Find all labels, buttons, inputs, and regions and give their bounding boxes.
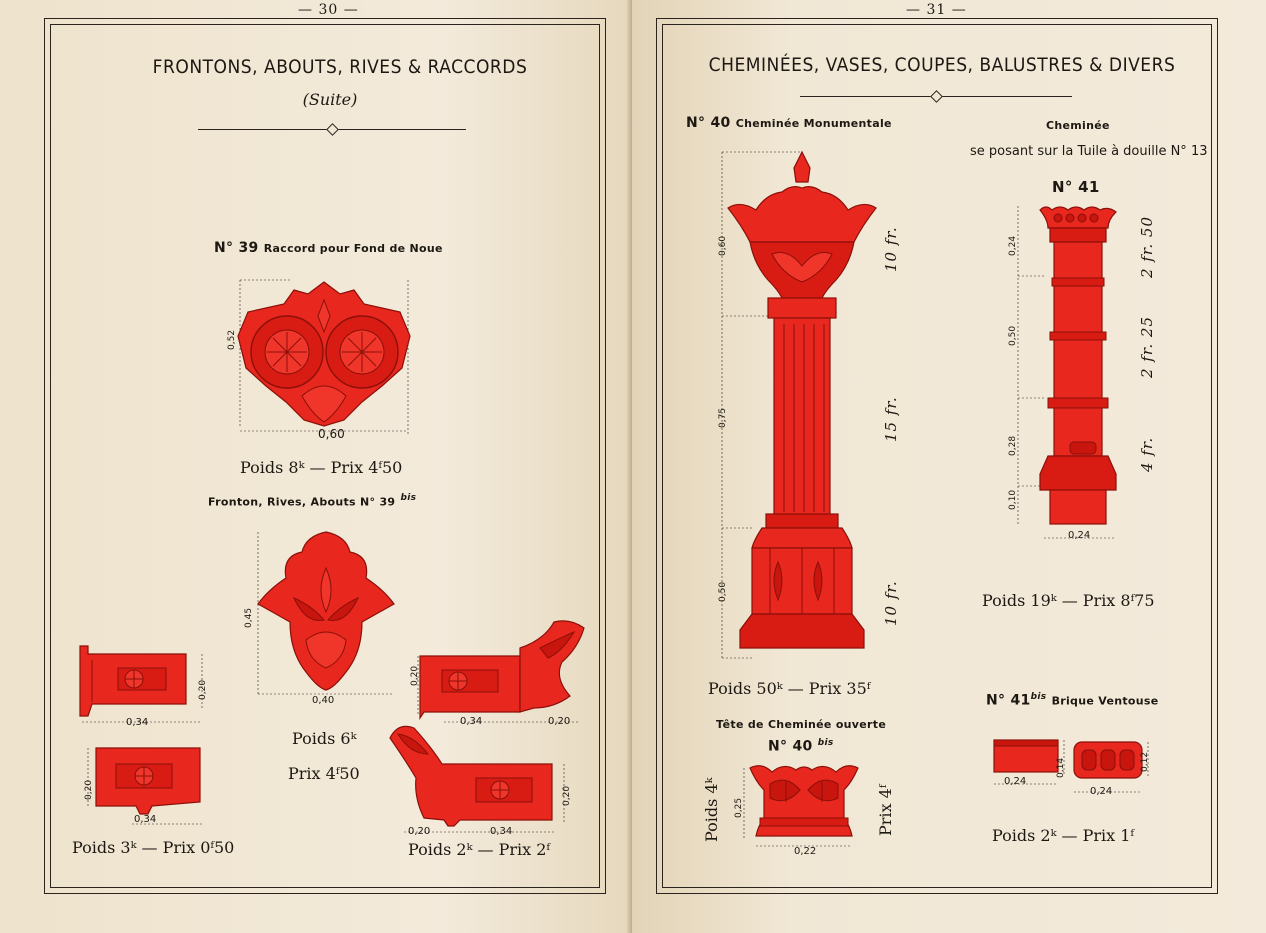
item40-weight-price: Poids 50ᵏ — Prix 35ᶠ (708, 679, 871, 698)
abouts-top-dim-width-2: 0,20 (548, 716, 571, 727)
brique-ventouse-illustration (993, 739, 1149, 793)
item41-label: N° 41 (1052, 178, 1100, 196)
abouts-bottom-dim-width-2: 0,34 (490, 826, 513, 837)
item40-dim-mid: 0,75 (718, 407, 728, 428)
item41-title: Cheminée (1046, 119, 1110, 132)
item41-dim-c: 0,28 (1008, 435, 1018, 456)
item41-price-a: 2 fr. 50 (1138, 215, 1156, 278)
right-page-frame (656, 18, 1218, 894)
right-page: — 31 — CHEMINÉES, VASES, COUPES, BALUSTR… (632, 0, 1266, 933)
abouts-bottom-dim-width-1: 0,20 (408, 826, 431, 837)
abouts-bottom-dim-height: 0,20 (562, 785, 572, 806)
item41-price-b: 2 fr. 25 (1138, 315, 1156, 378)
item41bis-label: N° 41bis Brique Ventouse (986, 692, 1159, 709)
item40bis-price: Prix 4ᶠ (876, 784, 895, 836)
cheminee-41-illustration (1017, 206, 1117, 539)
item40bis-weight: Poids 4ᵏ (702, 777, 721, 842)
fronton-dim-height: 0,45 (244, 607, 254, 628)
left-page-subtitle: (Suite) (302, 90, 358, 109)
item41-dim-b: 0,50 (1008, 325, 1018, 346)
item40bis-dim-height: 0,25 (734, 797, 744, 818)
item41-weight-price: Poids 19ᵏ — Prix 8ᶠ75 (982, 591, 1155, 610)
item39-label: N° 39 Raccord pour Fond de Noue (214, 240, 443, 256)
right-page-number: — 31 — (900, 2, 973, 18)
item41-dim-a: 0,24 (1008, 235, 1018, 256)
item39bis-label: Fronton, Rives, Abouts N° 39 bis (208, 493, 417, 509)
left-page: — 30 — FRONTONS, ABOUTS, RIVES & RACCORD… (0, 0, 632, 933)
item41bis-dim-w1: 0,24 (1004, 776, 1027, 787)
item41bis-dim-h1: 0,14 (1056, 757, 1066, 778)
abouts-illustration (389, 620, 585, 833)
item39-dim-height: 0,52 (227, 329, 237, 350)
fronton-illustration (257, 531, 395, 695)
item40bis-label: N° 40 bis (768, 738, 834, 755)
item41-dim-d: 0,10 (1008, 489, 1018, 510)
item40bis-dim-width: 0,22 (794, 846, 817, 857)
item39bis-price: Prix 4ᶠ50 (288, 764, 360, 783)
item39-weight-price: Poids 8ᵏ — Prix 4ᶠ50 (240, 458, 403, 477)
rives-weight-price: Poids 3ᵏ — Prix 0ᶠ50 (72, 838, 235, 857)
rives-bottom-dim-height: 0,20 (84, 779, 94, 800)
left-page-title: FRONTONS, ABOUTS, RIVES & RACCORDS (152, 56, 528, 78)
item40bis-title: Tête de Cheminée ouverte (716, 718, 887, 731)
rives-illustration (79, 645, 203, 825)
item39bis-weight: Poids 6ᵏ (292, 729, 357, 748)
left-page-number: — 30 — (292, 2, 365, 18)
item41bis-dim-w2: 0,24 (1090, 786, 1113, 797)
abouts-top-dim-height: 0,20 (410, 665, 420, 686)
right-page-title: CHEMINÉES, VASES, COUPES, BALUSTRES & DI… (708, 54, 1176, 76)
rives-top-dim-height: 0,20 (198, 679, 208, 700)
rives-top-dim-width: 0,34 (126, 717, 149, 728)
abouts-top-dim-width-1: 0,34 (460, 716, 483, 727)
item40-price-mid: 15 fr. (882, 396, 900, 442)
item41-dim-width: 0,24 (1068, 530, 1091, 541)
item41-description: se posant sur la Tuile à douille N° 13 (970, 144, 1208, 159)
tete-cheminee-illustration (743, 765, 859, 847)
item40-price-bot: 10 fr. (882, 580, 900, 626)
abouts-weight-price: Poids 2ᵏ — Prix 2ᶠ (408, 840, 550, 859)
left-page-frame-inner (50, 24, 600, 888)
fronton-dim-width: 0,40 (312, 695, 335, 706)
raccord-fond-noue-illustration (237, 279, 411, 436)
rives-bottom-dim-width: 0,34 (134, 814, 157, 825)
item40-dim-top: 0,60 (718, 235, 728, 256)
item40-dim-bot: 0,50 (718, 581, 728, 602)
item39-dim-width: 0,60 (318, 427, 345, 441)
item41bis-dim-h2: 0,12 (1140, 751, 1150, 772)
item40-price-top: 10 fr. (882, 226, 900, 272)
right-page-frame-inner (662, 24, 1212, 888)
item41bis-weight-price: Poids 2ᵏ — Prix 1ᶠ (992, 826, 1134, 845)
left-page-frame (44, 18, 606, 894)
cheminee-monumentale-illustration (721, 150, 877, 659)
item41-price-c: 4 fr. (1138, 436, 1156, 472)
item40-label: N° 40 Cheminée Monumentale (686, 115, 892, 131)
